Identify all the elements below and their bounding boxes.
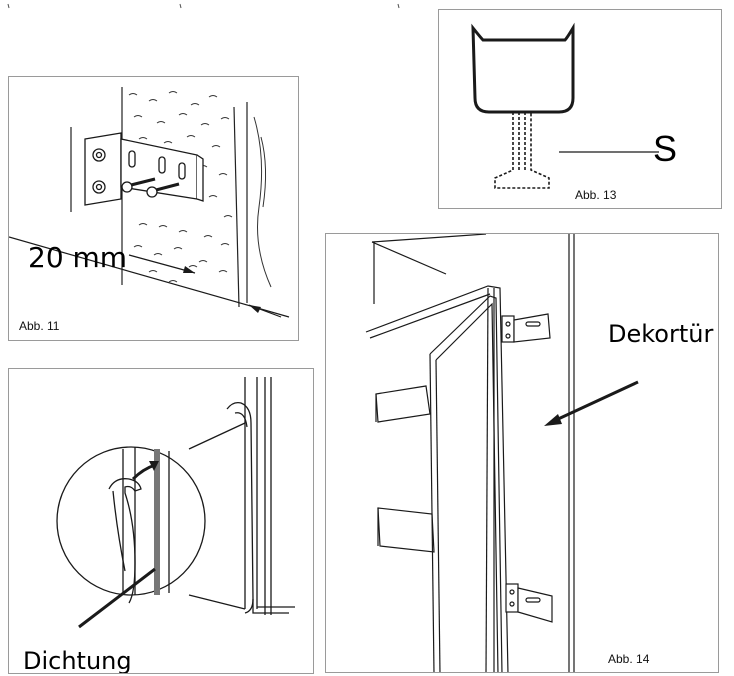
fig11-count-label: x4 (297, 107, 298, 142)
figure-12-drawing (56, 377, 295, 629)
figure-11-drawing (9, 87, 290, 318)
fig13-caption: Abb. 13 (575, 188, 617, 202)
figure-12-panel: Dichtung (8, 368, 314, 674)
figure-13-panel: S Abb. 13 (438, 9, 722, 209)
figure-14-panel: Dekortür Abb. 14 (325, 233, 719, 673)
fig14-caption: Abb. 14 (608, 652, 650, 666)
top-edge-marks (7, 3, 400, 9)
fig13-part-label: S (653, 128, 678, 169)
fig11-dimension-label: 20 mm (28, 241, 128, 274)
fig12-seal-label: Dichtung (23, 647, 132, 674)
fig14-door-label: Dekortür (608, 320, 714, 348)
figure-14-drawing (365, 234, 639, 672)
figure-13-drawing (471, 22, 659, 189)
figure-11-panel: x4 20 mm Abb. 11 (8, 76, 299, 341)
seal-groove (154, 449, 160, 595)
fig11-caption: Abb. 11 (19, 319, 60, 333)
